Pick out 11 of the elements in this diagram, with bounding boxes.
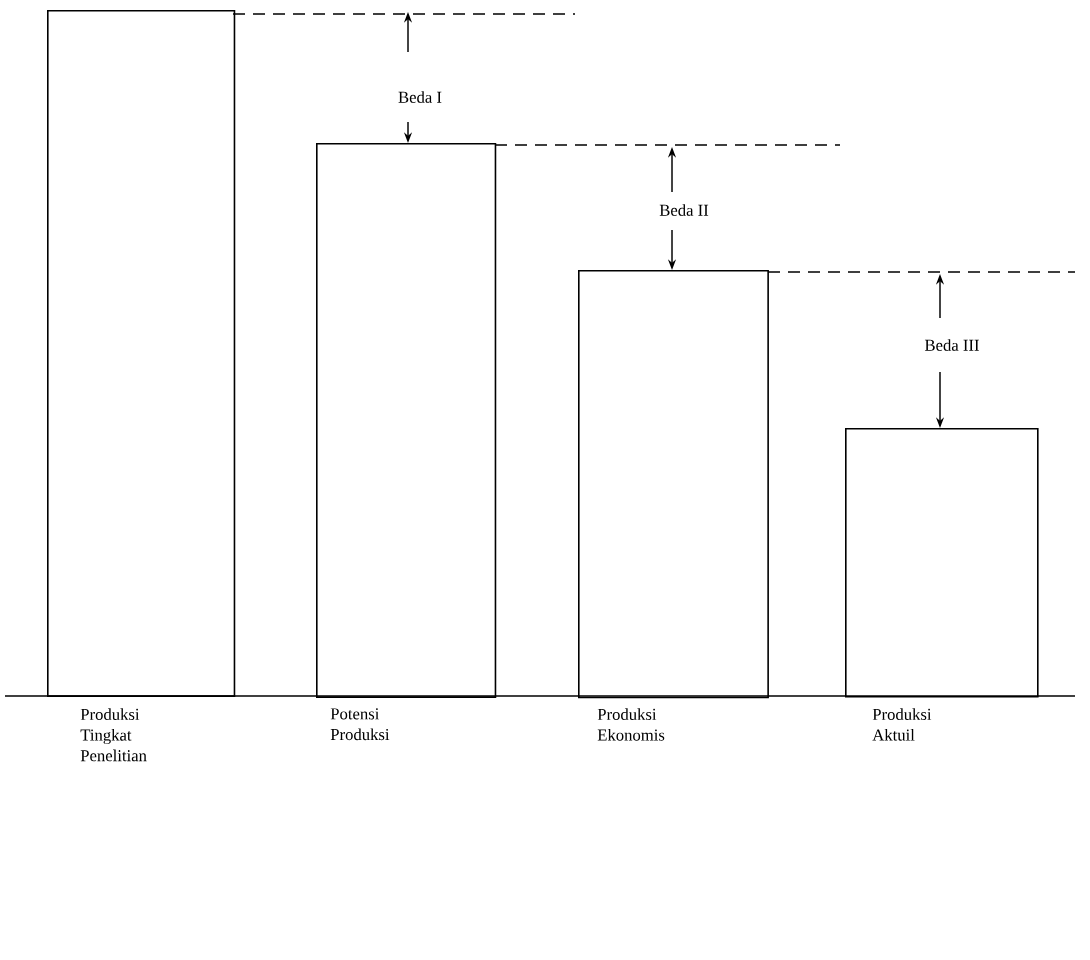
bar bbox=[316, 143, 497, 698]
bar-label: Potensi Produksi bbox=[330, 708, 390, 741]
bar bbox=[578, 270, 769, 699]
difference-label: Beda III bbox=[924, 339, 979, 351]
bar-label: Produksi Ekonomis bbox=[597, 708, 665, 741]
bar-label: Produksi Aktuil bbox=[872, 708, 932, 741]
bar bbox=[47, 10, 236, 697]
bar-label: Produksi Tingkat Penelitian bbox=[80, 708, 147, 762]
difference-label: Beda II bbox=[659, 204, 709, 216]
difference-label: Beda I bbox=[398, 91, 442, 103]
bar bbox=[845, 428, 1039, 698]
